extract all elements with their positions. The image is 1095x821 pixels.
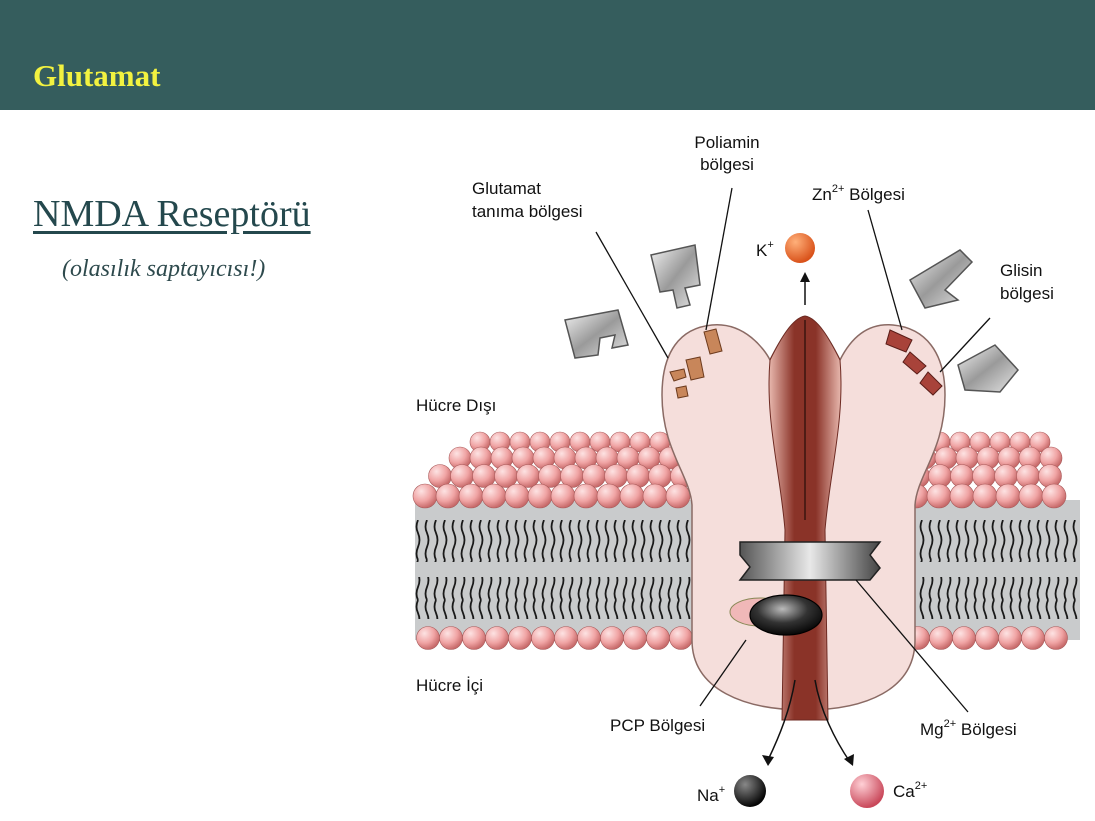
label-zn-site: Zn2+ Bölgesi <box>812 183 905 204</box>
lipid-head <box>950 484 974 508</box>
label-mg-site: Mg2+ Bölgesi <box>920 718 1017 739</box>
lipid-head <box>643 484 667 508</box>
lipid-head <box>1045 627 1068 650</box>
lipid-head <box>976 627 999 650</box>
lipid-head <box>440 627 463 650</box>
lipid-head <box>647 627 670 650</box>
label-poliamin-1: Poliamin <box>694 133 759 152</box>
lipid-head <box>597 484 621 508</box>
glycine-ligand <box>958 345 1018 392</box>
label-glutamat-1: Glutamat <box>472 179 541 198</box>
nmda-receptor <box>662 316 945 720</box>
lipid-head <box>551 484 575 508</box>
lipid-head <box>666 484 690 508</box>
lipid-head <box>509 627 532 650</box>
potassium-ion <box>785 233 815 263</box>
label-glisin-2: bölgesi <box>1000 284 1054 303</box>
lipid-head <box>482 484 506 508</box>
lipid-head <box>1022 627 1045 650</box>
lipid-head <box>649 465 672 488</box>
lipid-head <box>927 484 951 508</box>
lipid-head <box>973 484 997 508</box>
label-k-ion: K+ <box>756 239 774 260</box>
label-ca-ion: Ca2+ <box>893 780 927 801</box>
lipid-head <box>413 484 437 508</box>
lipid-head <box>930 627 953 650</box>
lipid-head <box>495 465 518 488</box>
lipid-head <box>505 484 529 508</box>
lipid-head <box>996 484 1020 508</box>
lipid-head <box>1017 465 1040 488</box>
polyamine-ligand <box>651 245 700 308</box>
label-pcp-site: PCP Bölgesi <box>610 716 705 735</box>
lipid-head <box>574 484 598 508</box>
lipid-head <box>670 627 693 650</box>
lipid-head <box>1019 484 1043 508</box>
lipid-head <box>459 484 483 508</box>
lipid-head <box>601 627 624 650</box>
mg-block <box>740 542 880 580</box>
lipid-head <box>436 484 460 508</box>
label-glutamat-2: tanıma bölgesi <box>472 202 583 221</box>
zn-ligand <box>910 250 972 308</box>
lipid-head <box>532 627 555 650</box>
lipid-head <box>1039 465 1062 488</box>
lipid-head <box>1042 484 1066 508</box>
lipid-head <box>528 484 552 508</box>
lipid-head <box>578 627 601 650</box>
lipid-head <box>517 465 540 488</box>
lipid-head <box>463 627 486 650</box>
label-na-ion: Na+ <box>697 784 725 805</box>
calcium-ion <box>850 774 884 808</box>
pcp-blocker <box>750 595 822 635</box>
label-hucre-disi: Hücre Dışı <box>416 396 496 415</box>
lipid-head <box>999 627 1022 650</box>
label-hucre-ici: Hücre İçi <box>416 676 483 695</box>
lipid-head <box>620 484 644 508</box>
lipid-head <box>417 627 440 650</box>
lipid-head <box>953 627 976 650</box>
lipid-head <box>624 627 647 650</box>
glutamate-ligand <box>565 310 628 358</box>
label-poliamin-2: bölgesi <box>700 155 754 174</box>
lipid-head <box>555 627 578 650</box>
label-glisin-1: Glisin <box>1000 261 1043 280</box>
sodium-ion <box>734 775 766 807</box>
lipid-head <box>486 627 509 650</box>
